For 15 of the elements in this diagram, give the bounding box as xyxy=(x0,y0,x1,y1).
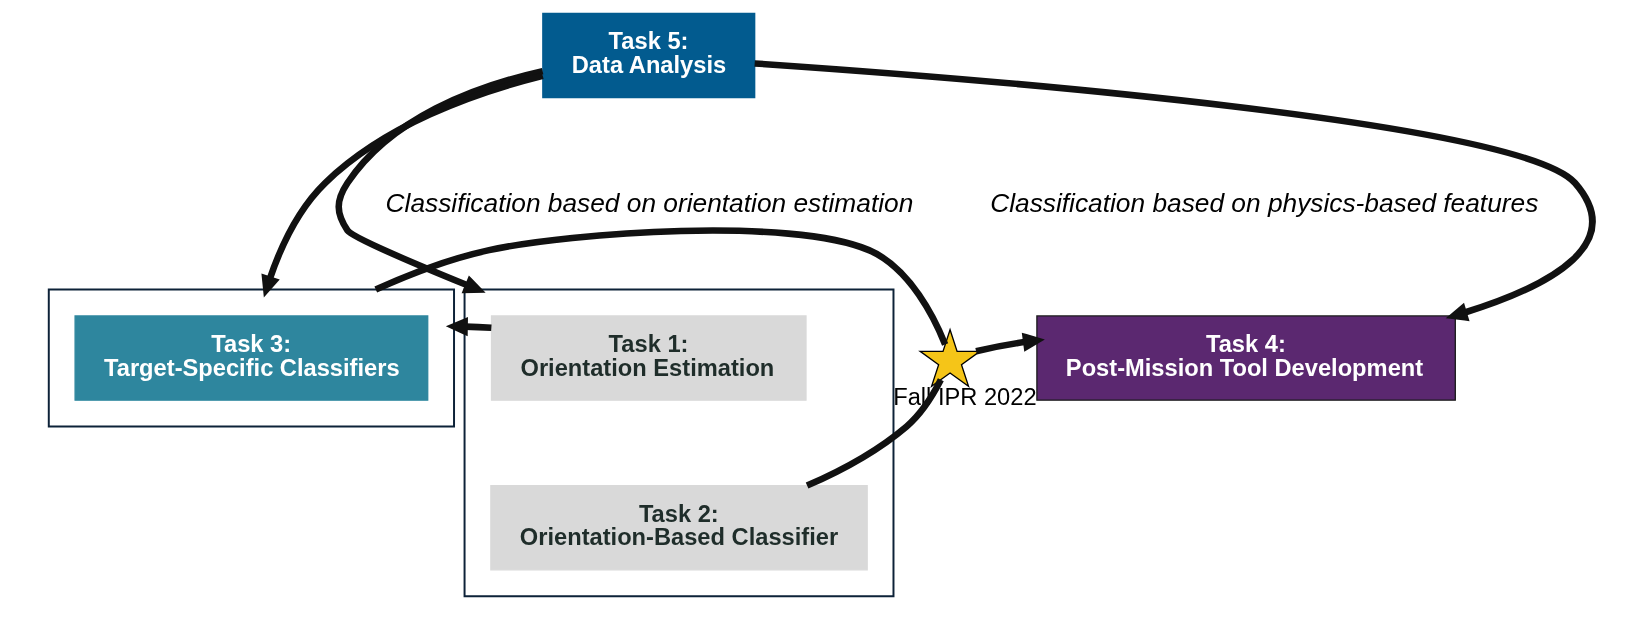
connector xyxy=(373,227,948,346)
arrow xyxy=(974,332,1045,355)
cluster xyxy=(47,288,455,428)
arrow xyxy=(335,67,543,294)
arrow xyxy=(753,60,1595,322)
node-box: Task 5: Data Analysis xyxy=(541,12,755,99)
node-box: Task 1: Orientation Estimation xyxy=(490,315,807,401)
node-box: Task 2: Orientation-Based Classifier xyxy=(489,485,868,571)
node-box: Task 4: Post-Mission Tool Development xyxy=(1035,315,1456,401)
label: Classification based on orientation estimation xyxy=(385,187,913,218)
arrow xyxy=(260,72,544,298)
arrow xyxy=(445,317,492,337)
node-box: Task 3: Target-Specific Classifiers xyxy=(73,315,428,401)
label: Classification based on physics-based features xyxy=(989,187,1538,218)
connector xyxy=(805,378,944,489)
